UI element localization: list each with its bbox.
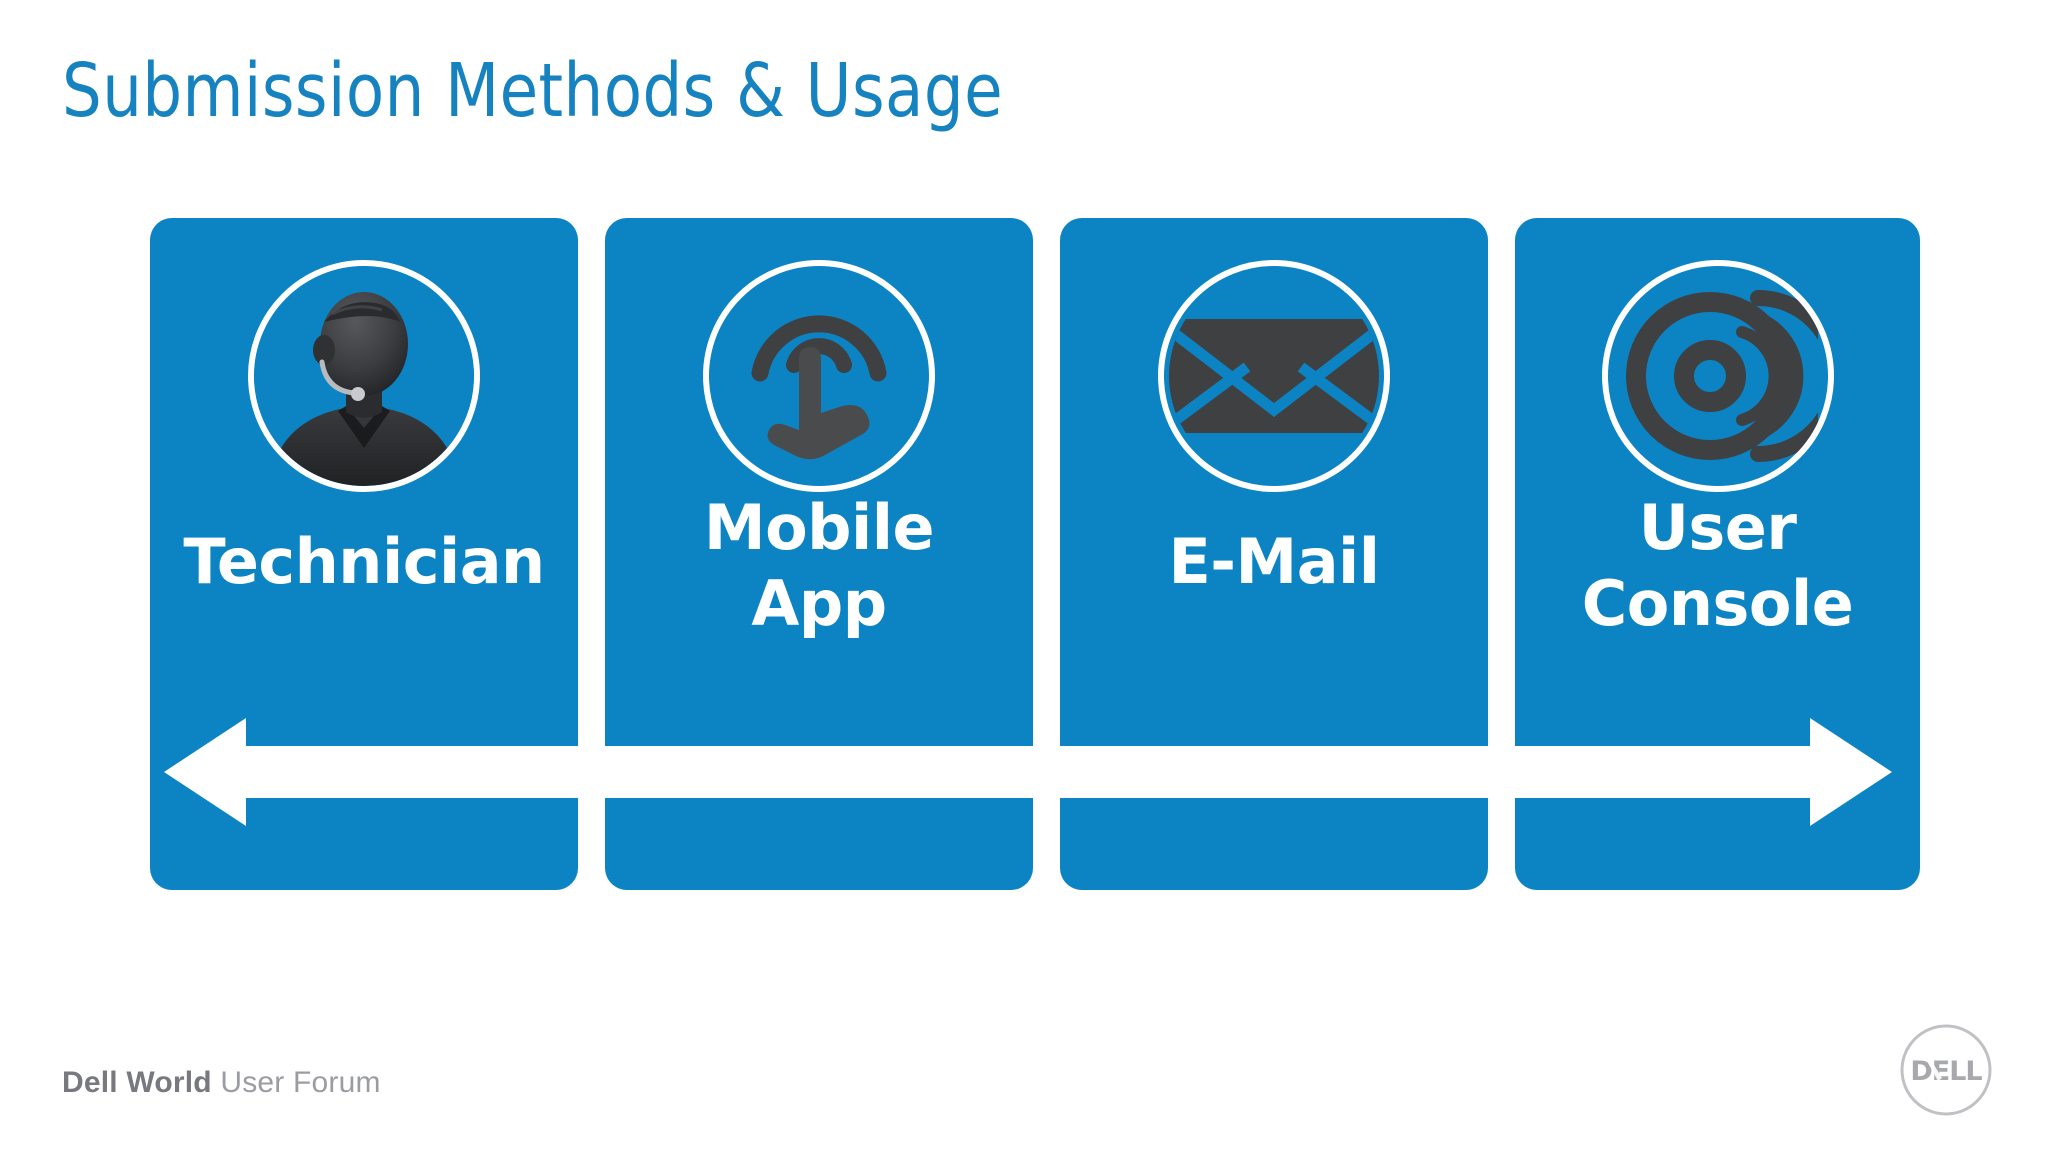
disc-stack-icon [1601,260,1834,492]
card-user-console[interactable]: User Console [1515,218,1920,890]
card-label-user-console: User Console [1581,491,1854,640]
card-label-technician: Technician [183,525,545,598]
dell-logo: DELL [1898,1022,1994,1118]
card-label-mobile-app: Mobile App [703,491,935,640]
card-technician[interactable]: Technician [150,218,578,890]
tap-hand-icon [703,260,935,492]
card-email[interactable]: E-Mail [1060,218,1488,890]
envelope-icon [1158,260,1390,492]
methods-card-row: Technician Mobile App [150,218,1920,890]
svg-text:DELL: DELL [1910,1056,1982,1087]
footer-text: Dell World User Forum [62,1066,381,1100]
card-mobile-app[interactable]: Mobile App [605,218,1033,890]
technician-headset-icon [248,260,480,492]
footer-brand: Dell World [62,1066,212,1099]
footer-suffix: User Forum [211,1066,381,1099]
card-label-email: E-Mail [1168,525,1380,598]
page-title: Submission Methods & Usage [62,48,1004,134]
